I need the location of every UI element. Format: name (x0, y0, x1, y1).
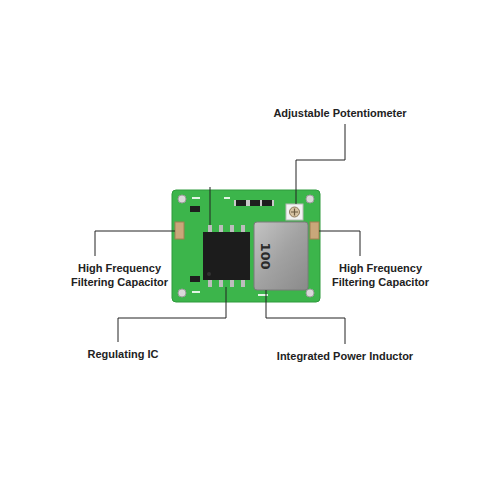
pcb-board (172, 190, 320, 302)
inductor-marking: 100 (258, 242, 272, 269)
regulating-ic (203, 225, 250, 287)
capacitor (175, 222, 184, 239)
leader-lines (95, 124, 360, 344)
part-label: High Frequency Filtering Capacitor (57, 261, 182, 289)
part-label: High Frequency Filtering Capacitor (318, 261, 443, 289)
part-label: Adjustable Potentiometer (265, 106, 415, 120)
power-inductor (254, 222, 308, 290)
capacitor (310, 222, 319, 239)
potentiometer (286, 204, 303, 220)
part-label: Regulating IC (68, 347, 178, 361)
part-label: Integrated Power Inductor (255, 349, 435, 363)
